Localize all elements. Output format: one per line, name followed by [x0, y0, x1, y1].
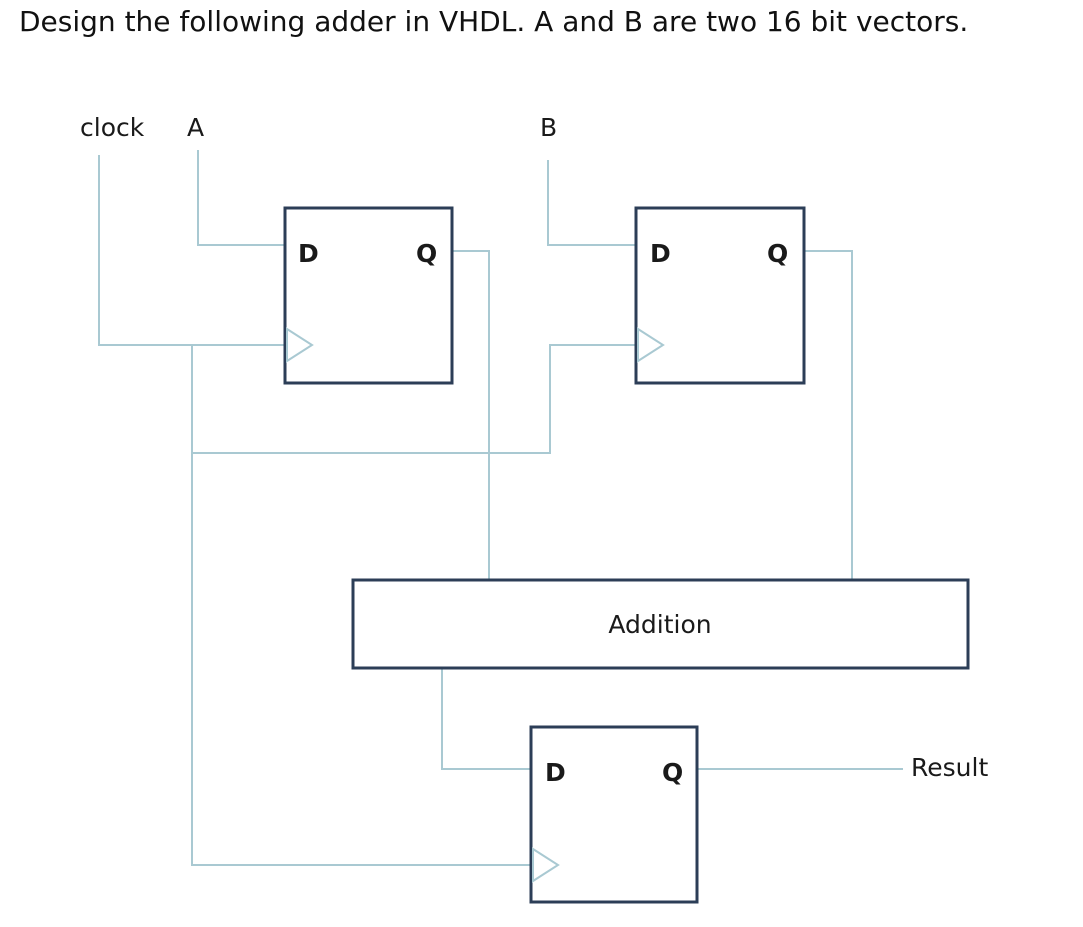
flipflop-b-clock-triangle — [637, 327, 665, 363]
flipflop-a: D Q — [283, 206, 454, 385]
wire-clock-to-ff2 — [192, 344, 637, 454]
wire-adder-to-ff3-d — [441, 668, 531, 770]
flipflop-b-d-pin: D — [650, 239, 671, 268]
question-text: Design the following adder in VHDL. A an… — [19, 5, 969, 38]
flipflop-result-box — [529, 725, 699, 904]
wire-ff2-q-to-adder — [804, 250, 853, 580]
wires — [98, 150, 903, 866]
a-input-label: A — [187, 113, 204, 142]
b-input-label: B — [540, 113, 557, 142]
flipflop-a-d-pin: D — [298, 239, 319, 268]
adder-label: Addition — [608, 610, 711, 639]
wire-b-to-ff2-d — [547, 160, 636, 246]
wire-clock-trunk — [191, 345, 534, 866]
flipflop-a-q-pin: Q — [416, 239, 437, 268]
adder-block: Addition — [351, 578, 970, 670]
flipflop-b: D Q — [634, 206, 806, 385]
wire-clock-to-ff1 — [98, 155, 288, 346]
clock-input-label: clock — [80, 113, 145, 142]
wire-a-to-ff1-d — [197, 150, 285, 246]
flipflop-a-clock-triangle — [286, 327, 314, 363]
flipflop-result-clock-triangle — [532, 847, 560, 883]
wire-ff1-q-to-adder — [452, 250, 490, 580]
adder-box — [351, 578, 970, 670]
flipflop-result-d-pin: D — [545, 758, 566, 787]
flipflop-result: D Q — [529, 725, 699, 904]
flipflop-result-q-pin: Q — [662, 758, 683, 787]
flipflop-a-box — [283, 206, 454, 385]
result-output-label: Result — [911, 753, 988, 782]
flipflop-b-q-pin: Q — [767, 239, 788, 268]
flipflop-b-box — [634, 206, 806, 385]
